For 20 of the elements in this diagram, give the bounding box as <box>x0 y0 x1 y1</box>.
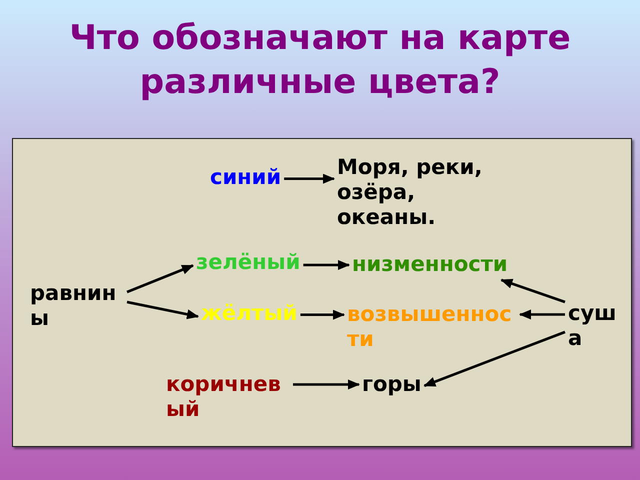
feature-label: суша <box>568 301 617 351</box>
arrow <box>519 310 565 320</box>
feature-label: Моря, реки, озёра, океаны. <box>337 155 499 230</box>
arrow <box>293 380 360 390</box>
feature-label: низменности <box>352 252 508 277</box>
title: Что обозначают на карте различные цвета? <box>68 17 572 104</box>
feature-label: горы <box>362 372 422 397</box>
feature-label: возвышенности <box>347 302 517 352</box>
arrow <box>424 330 566 387</box>
feature-label: равнины <box>30 281 124 331</box>
arrow <box>126 264 194 294</box>
arrow <box>284 174 335 184</box>
arrow <box>300 310 345 320</box>
arrow <box>126 300 199 320</box>
color-word: жёлтый <box>201 301 298 326</box>
arrow <box>500 278 566 304</box>
color-word: синий <box>210 165 282 190</box>
color-word: коричневый <box>166 372 290 422</box>
arrow <box>303 260 350 270</box>
color-word: зелёный <box>196 250 300 275</box>
